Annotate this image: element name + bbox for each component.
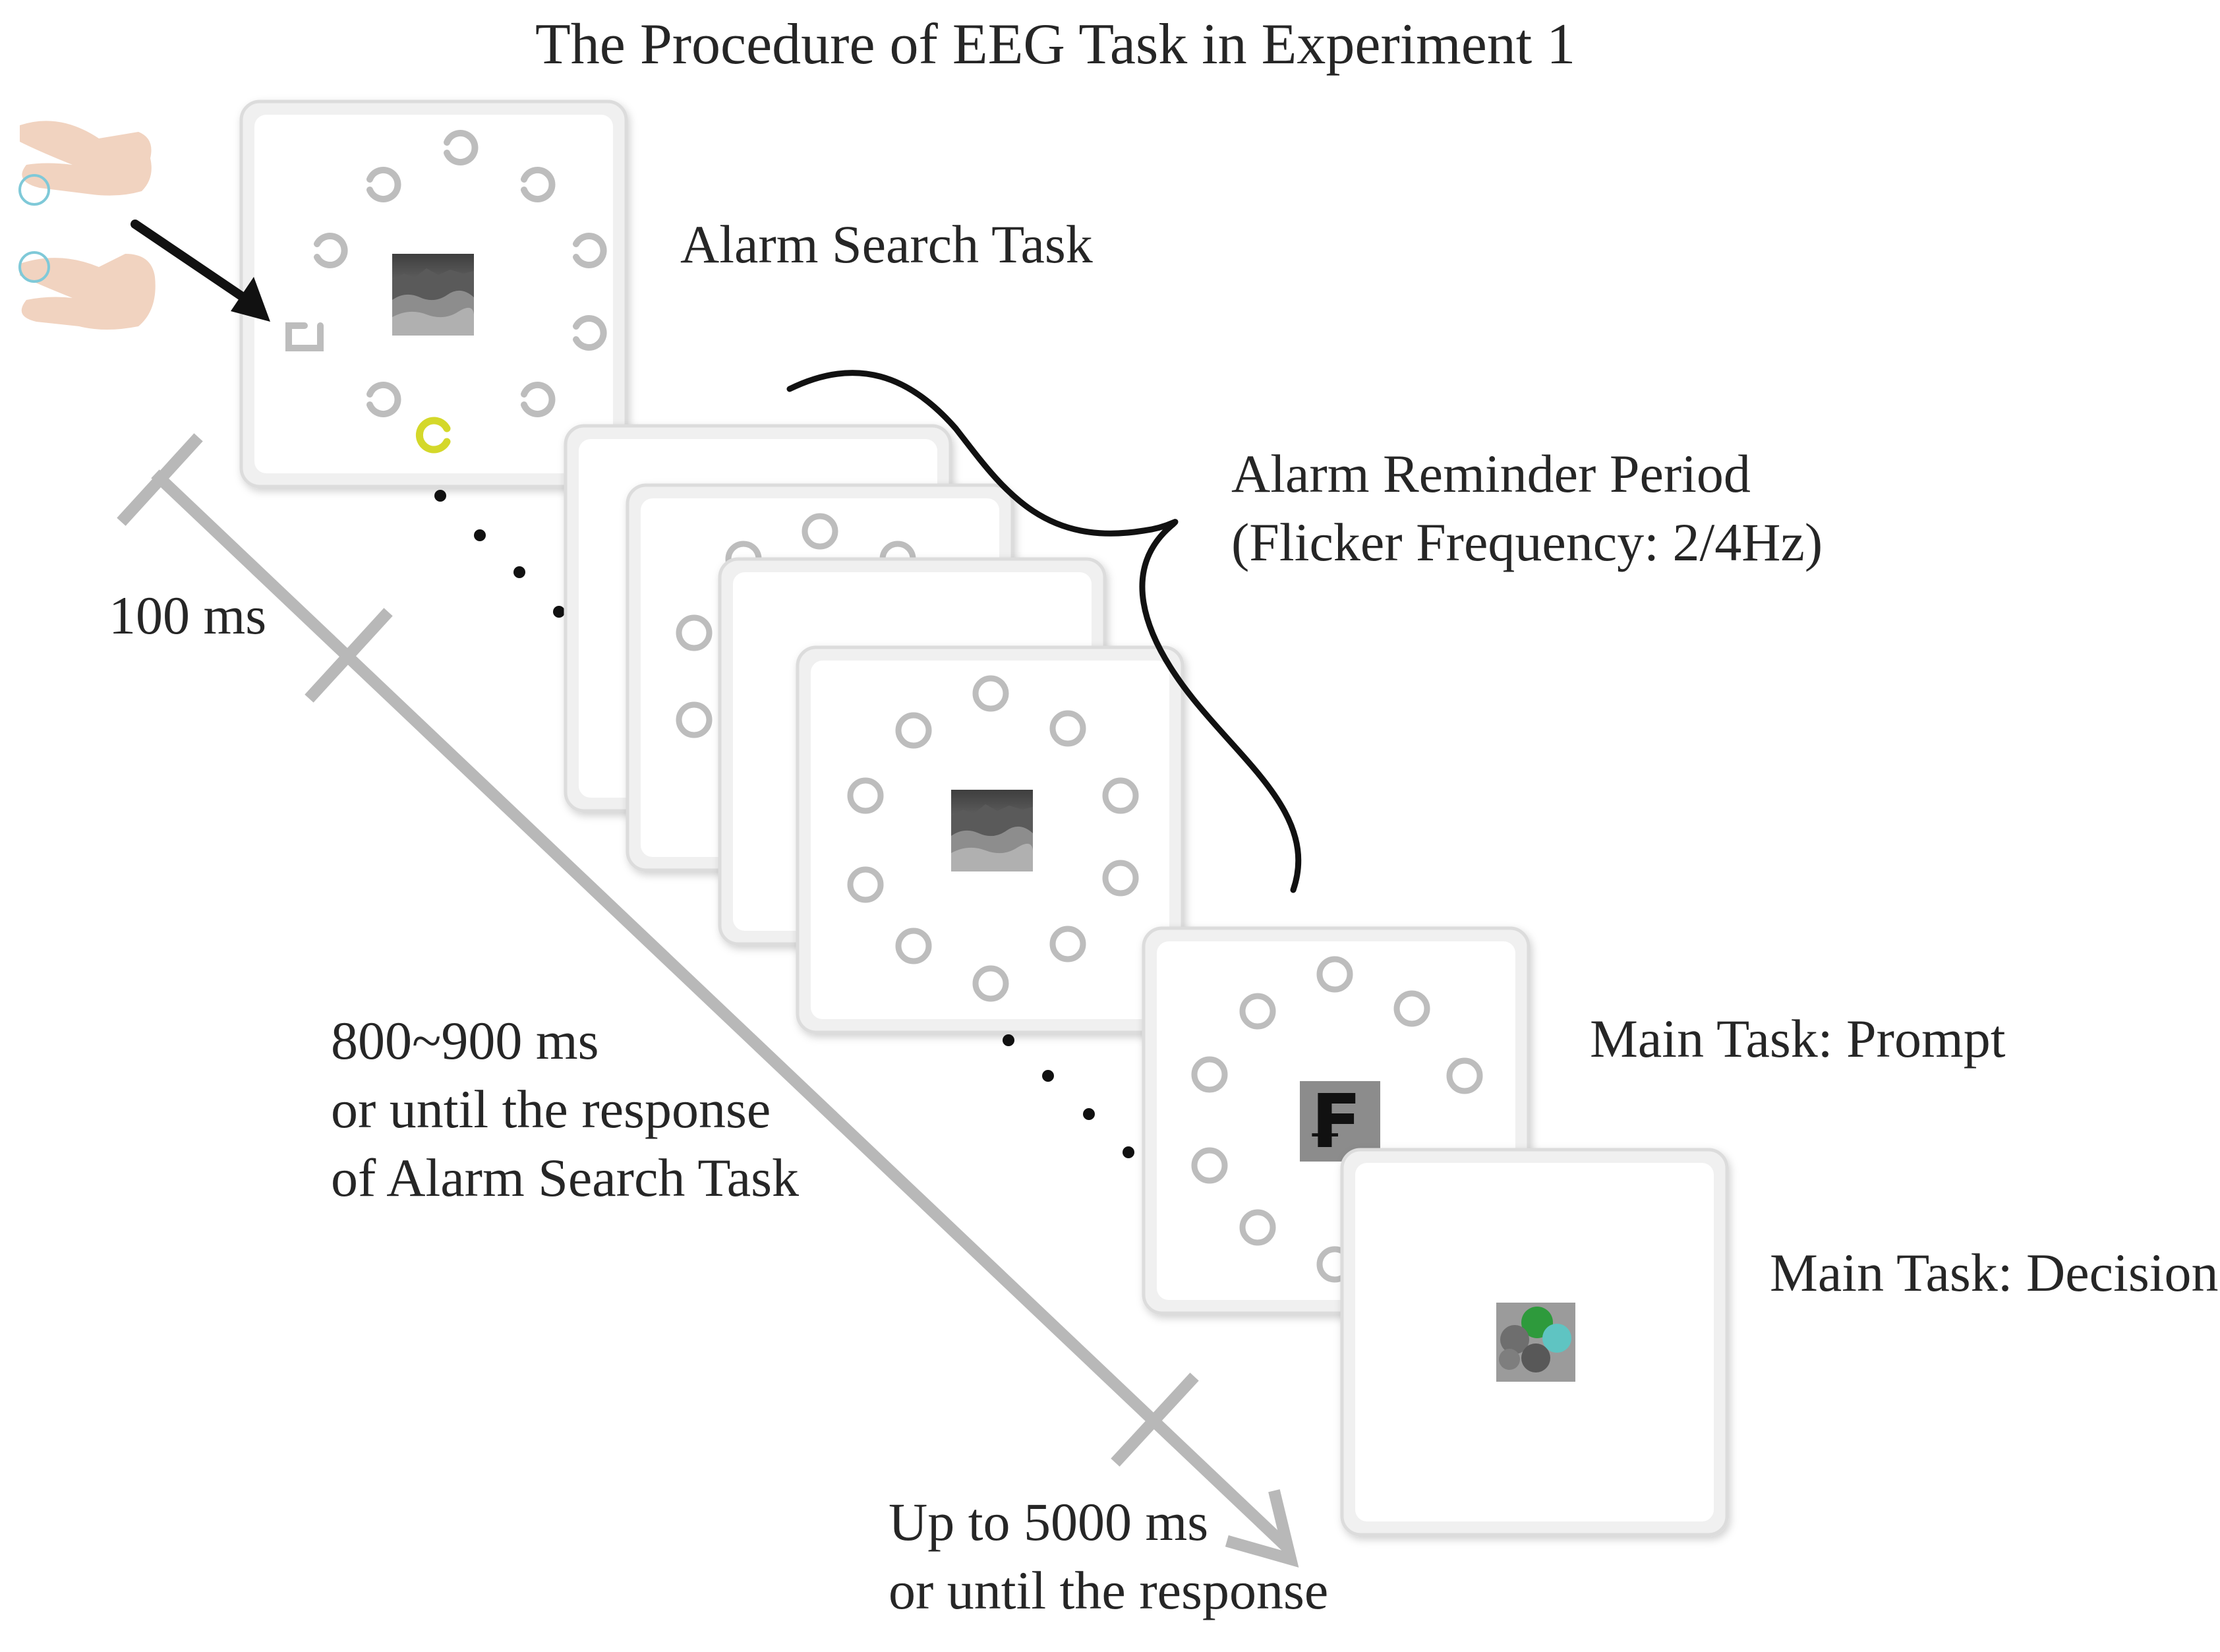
timeline-label-800-900-line3: of Alarm Search Task xyxy=(331,1148,800,1208)
timeline-label-5000-line2: or until the response xyxy=(889,1560,1329,1620)
timeline-label-800-900-line2: or until the response xyxy=(331,1079,771,1139)
frame-decision xyxy=(1340,1148,1729,1537)
frame-alarm-search xyxy=(239,100,628,488)
diagram-title: The Procedure of EEG Task in Experiment … xyxy=(535,13,1576,76)
hand-icon xyxy=(18,121,156,330)
coin-buttons-image xyxy=(1496,1303,1575,1382)
landscape-image xyxy=(951,790,1033,871)
arrow-icon xyxy=(131,220,270,322)
ellipsis-dots-1 xyxy=(434,490,565,618)
frame-reminder-4 xyxy=(796,645,1184,1034)
prompt-symbol: ₣ xyxy=(1306,1079,1358,1165)
timeline-label-5000-line1: Up to 5000 ms xyxy=(889,1492,1209,1552)
timeline xyxy=(117,433,1299,1568)
ellipsis-dots-2 xyxy=(1003,1034,1134,1158)
timeline-label-800-900-line1: 800~900 ms xyxy=(331,1011,599,1071)
label-main-task-prompt: Main Task: Prompt xyxy=(1590,1009,2006,1069)
label-reminder-line2: (Flicker Frequency: 2/4Hz) xyxy=(1231,512,1823,572)
landscape-image xyxy=(392,254,474,336)
timeline-label-100ms: 100 ms xyxy=(109,585,267,645)
target-ring xyxy=(415,417,451,454)
label-reminder-line1: Alarm Reminder Period xyxy=(1231,444,1751,504)
reminder-brace xyxy=(786,370,1302,893)
label-alarm-search-task: Alarm Search Task xyxy=(680,214,1093,274)
label-main-task-decision: Main Task: Decision xyxy=(1770,1243,2219,1303)
